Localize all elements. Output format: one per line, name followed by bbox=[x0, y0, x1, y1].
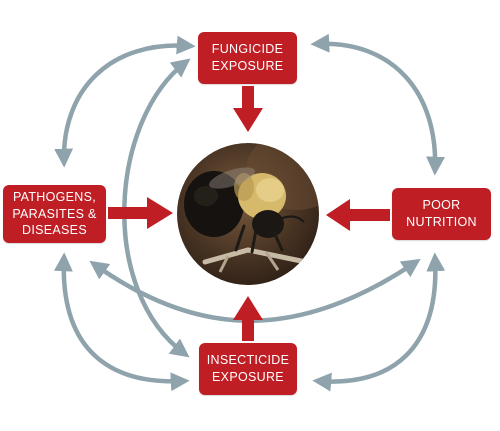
arrow-insecticide-to-bee bbox=[233, 296, 263, 341]
fungicide-exposure-label: FUNGICIDE EXPOSURE bbox=[211, 42, 284, 73]
pathogens-label: PATHOGENS, PARASITES & DISEASES bbox=[12, 189, 97, 238]
bumblebee-photo bbox=[177, 143, 319, 285]
connector-nutrition-insecticide bbox=[312, 252, 446, 392]
fungicide-exposure-box: FUNGICIDE EXPOSURE bbox=[198, 32, 297, 84]
poor-nutrition-box: POOR NUTRITION bbox=[392, 188, 491, 240]
insecticide-exposure-box: INSECTICIDE EXPOSURE bbox=[199, 343, 297, 395]
arrow-fungicide-to-bee bbox=[233, 86, 263, 132]
arrow-pathogens-to-bee bbox=[108, 197, 173, 229]
connector-fungicide-pathogens bbox=[54, 35, 196, 168]
poor-nutrition-label: POOR NUTRITION bbox=[406, 198, 477, 229]
insecticide-exposure-label: INSECTICIDE EXPOSURE bbox=[206, 353, 290, 384]
connector-fungicide-nutrition bbox=[310, 33, 445, 176]
arrow-nutrition-to-bee bbox=[326, 199, 390, 231]
pathogens-box: PATHOGENS, PARASITES & DISEASES bbox=[3, 185, 106, 243]
connector-pathogens-insecticide bbox=[53, 252, 190, 392]
connector-fungicide-insecticide bbox=[122, 58, 191, 358]
